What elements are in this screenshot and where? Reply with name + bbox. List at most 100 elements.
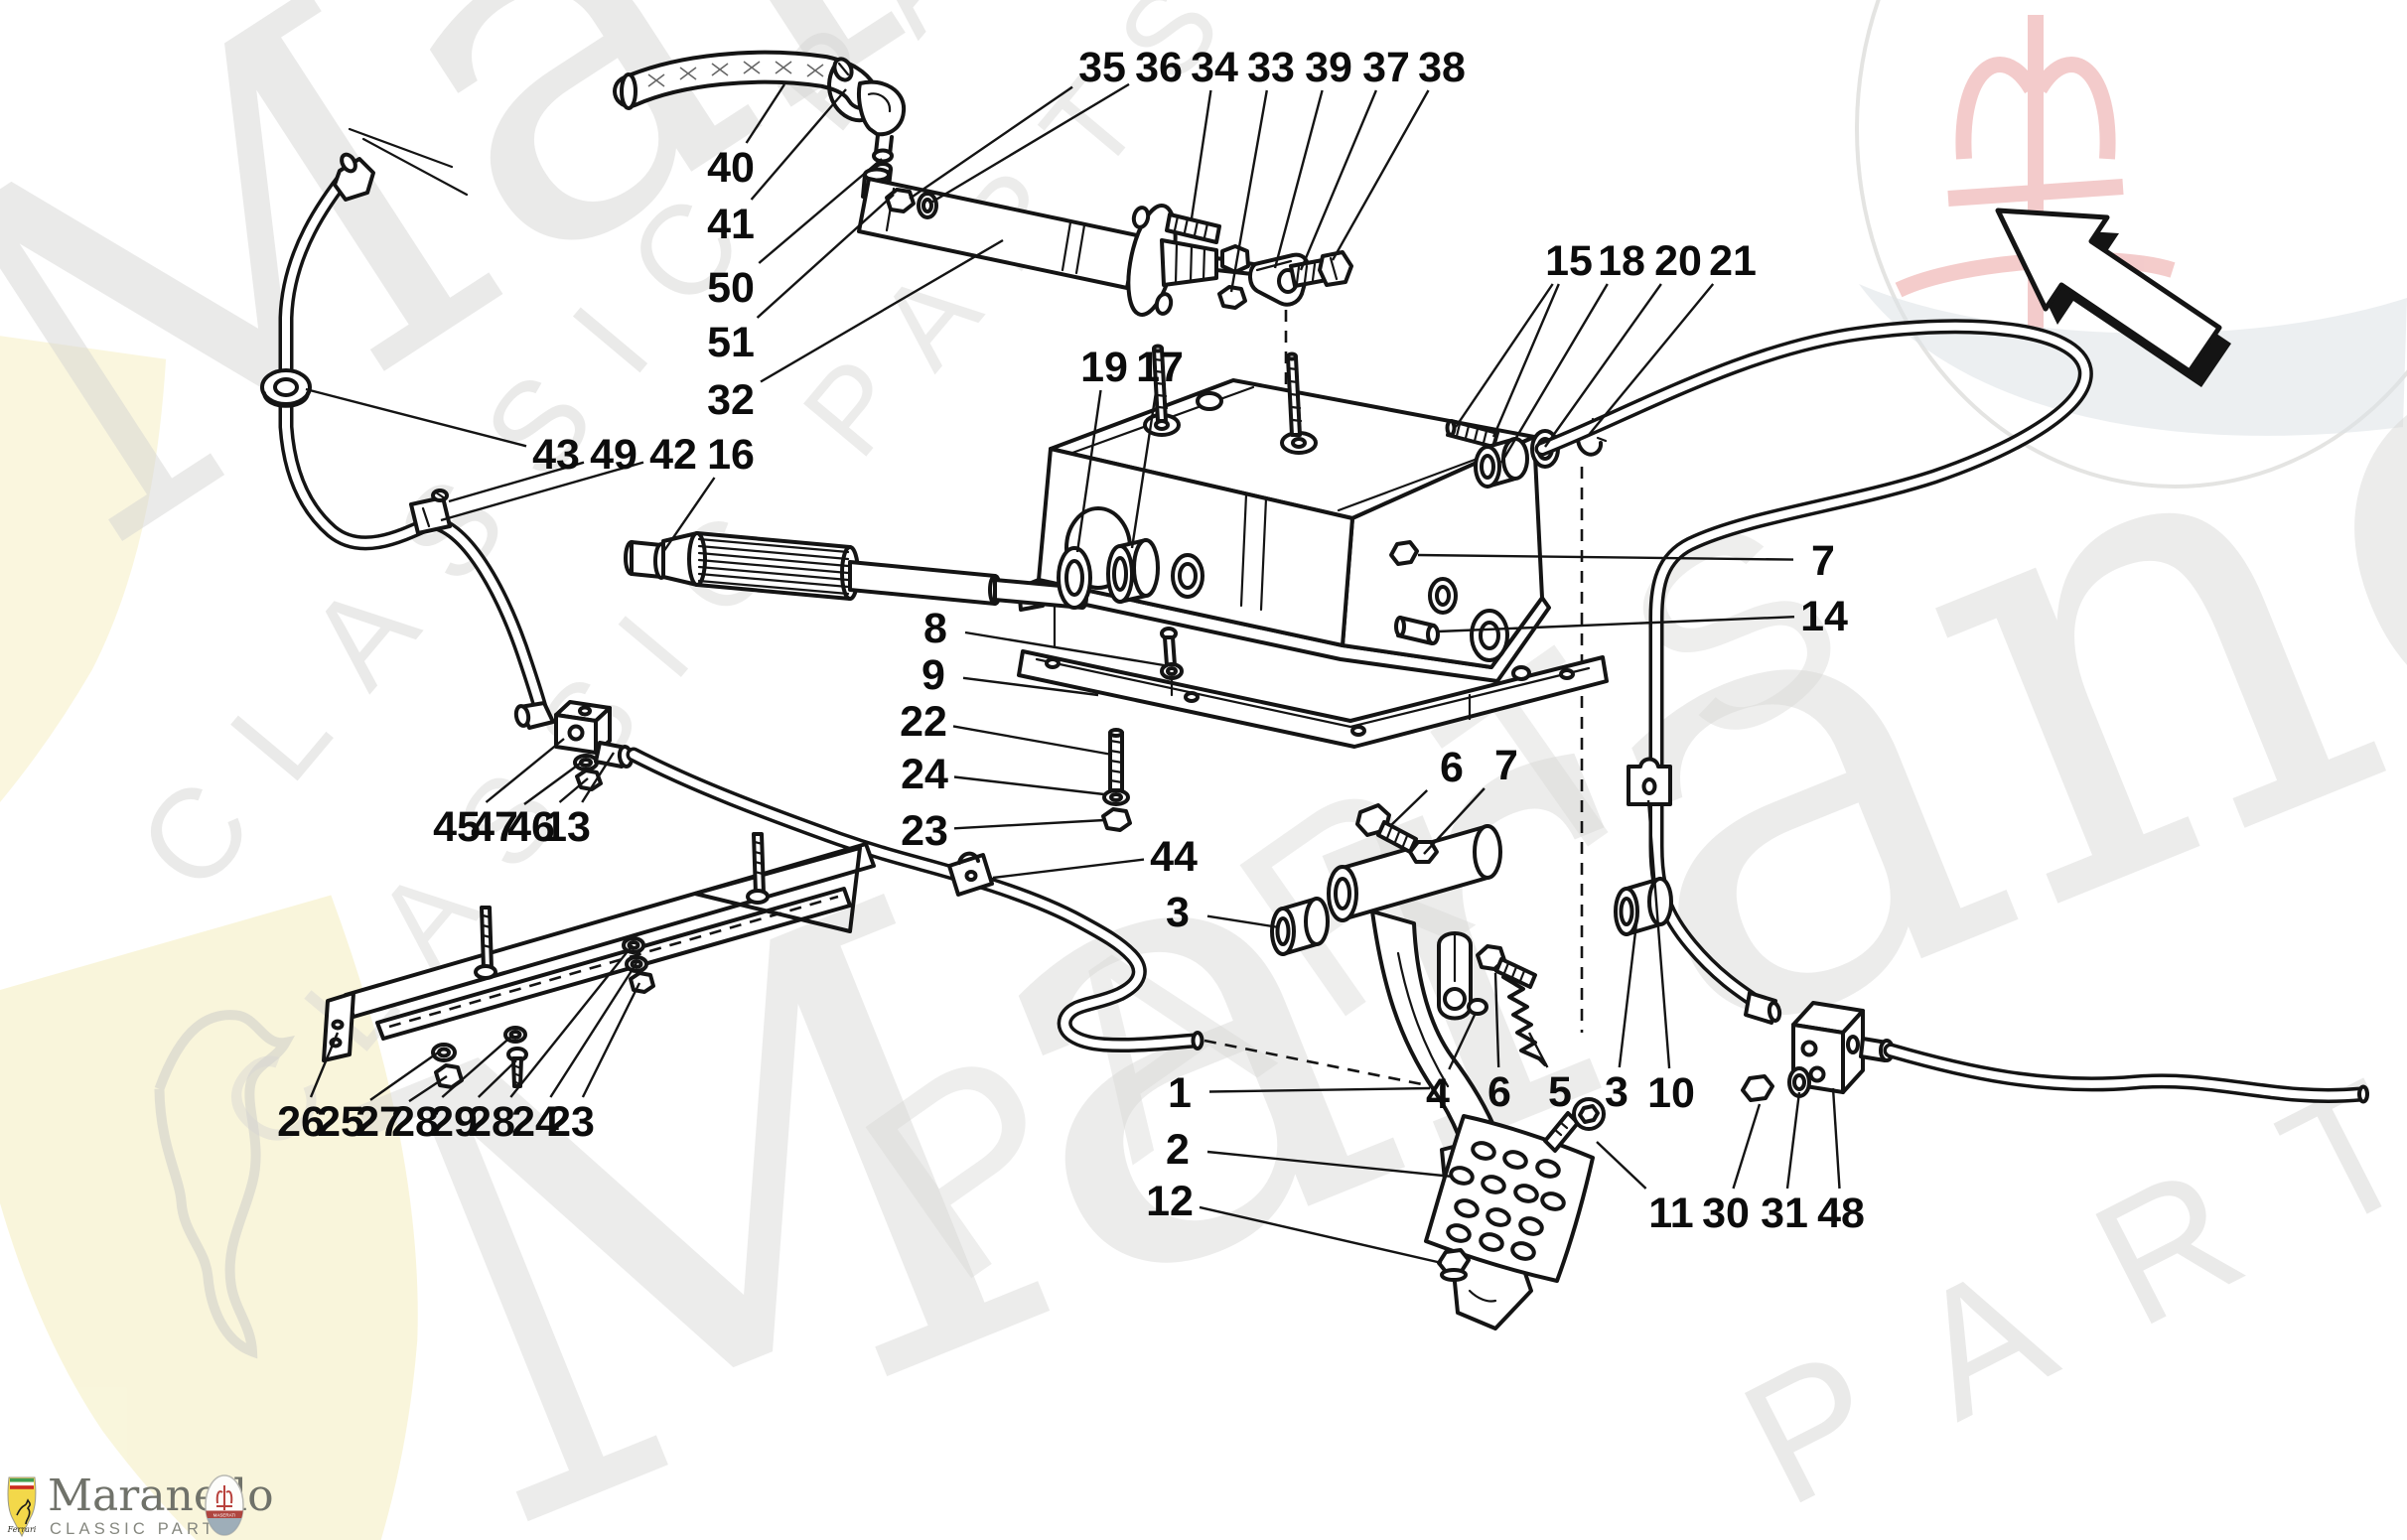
washer-4 [1467, 998, 1488, 1016]
leader-line-3a [1206, 914, 1280, 929]
grommet-43 [260, 368, 312, 408]
leader-line-7b [1423, 787, 1486, 855]
leader-line-16 [662, 477, 716, 553]
ferrari-shield-watermark-bottom [0, 895, 418, 1540]
ferrari-shield-watermark-left [0, 322, 167, 852]
part-label-8: 8 [923, 605, 947, 652]
leader-line-22 [952, 725, 1113, 757]
leader-line-4 [1448, 1012, 1478, 1070]
leader-line-12 [1199, 1205, 1443, 1265]
clutch-shaft-16 [624, 531, 1088, 610]
part-label-6: 6 [1440, 744, 1464, 791]
maserati-logo: MASERATI [205, 1474, 244, 1536]
part-label-36: 36 [1135, 44, 1183, 91]
part-label-45: 45 [433, 803, 481, 851]
part-label-3a: 3 [1166, 889, 1190, 936]
leader-line-46 [558, 777, 589, 803]
part-label-25: 25 [317, 1098, 364, 1146]
maserati-wordmark: MASERATI [213, 1513, 236, 1518]
nut-30 [1741, 1074, 1774, 1102]
part-label-9: 9 [921, 651, 945, 699]
leader-line-39 [1273, 89, 1324, 269]
leader-line-3b [1618, 922, 1638, 1068]
reservoir-hose [613, 50, 879, 110]
leader-line-40 [745, 83, 786, 144]
part-label-6b: 6 [1487, 1068, 1511, 1116]
hose-braiding [647, 61, 824, 87]
part-label-11: 11 [1648, 1190, 1693, 1237]
leader-line-35 [909, 85, 1073, 200]
part-label-3b: 3 [1605, 1068, 1628, 1116]
leader-line-45 [485, 738, 565, 803]
leader-line-9 [962, 676, 1099, 697]
part-label-10: 10 [1647, 1069, 1695, 1117]
part-label-21: 21 [1709, 237, 1757, 285]
part-label-30: 30 [1702, 1190, 1750, 1237]
leader-line-17 [1130, 389, 1158, 549]
leader-line-50 [758, 158, 883, 264]
leader-line-32 [760, 238, 1004, 383]
bolt-38 [1289, 250, 1353, 288]
leader-line-36 [928, 82, 1130, 206]
leader-line-24 [953, 775, 1105, 796]
bracket-stud-left [474, 906, 497, 980]
leader-line-25 [369, 1050, 442, 1101]
bushing-3-right [1614, 877, 1673, 936]
part-label-44: 44 [1150, 833, 1198, 881]
leader-line-5 [1527, 1032, 1549, 1068]
part-label-15: 15 [1545, 237, 1593, 285]
part-label-18: 18 [1598, 237, 1645, 285]
part-label-5: 5 [1548, 1068, 1572, 1116]
pad-holes [1446, 1141, 1566, 1261]
part-label-14: 14 [1800, 593, 1848, 640]
washer-28b [622, 936, 645, 954]
leader-line-1 [1208, 1086, 1431, 1093]
part-label-17: 17 [1136, 344, 1184, 391]
part-label-37: 37 [1362, 44, 1410, 91]
part-label-31: 31 [1761, 1190, 1808, 1237]
leader-line-33 [1229, 89, 1268, 293]
ferrari-shield-logo: Ferrari [7, 1476, 37, 1538]
cover-stud-front [1152, 344, 1169, 423]
pipe-clip-10 [1627, 757, 1672, 806]
leader-line-8 [964, 630, 1165, 667]
leader-line-23b [581, 982, 641, 1098]
part-label-39: 39 [1305, 44, 1352, 91]
part-label-43: 43 [532, 431, 580, 479]
nut-46 [575, 769, 603, 791]
part-label-38: 38 [1418, 44, 1466, 91]
screw-29 [506, 1047, 528, 1088]
part-label-20: 20 [1654, 237, 1702, 285]
nut-33 [1217, 285, 1247, 310]
pipe-to-pedal [626, 747, 1204, 1053]
ferrari-script: Ferrari [7, 1525, 37, 1534]
part-label-19: 19 [1080, 344, 1128, 391]
part-label-28: 28 [391, 1098, 439, 1146]
leader-lines [305, 82, 1841, 1265]
bolt-6b [1476, 944, 1537, 989]
trident-icon [215, 1485, 233, 1510]
part-label-50: 50 [707, 264, 755, 312]
seal-ring-19 [1057, 546, 1092, 610]
part-label-28b: 28 [468, 1098, 515, 1146]
part-label-49: 49 [590, 431, 637, 479]
part-label-29: 29 [430, 1098, 478, 1146]
part-label-23: 23 [901, 807, 948, 855]
part-label-24: 24 [901, 751, 948, 798]
leader-line-44 [992, 858, 1145, 880]
part-label-33: 33 [1247, 44, 1295, 91]
pedal-pad-2 [1424, 1114, 1595, 1283]
leader-line-13 [581, 752, 616, 803]
leader-line-41 [750, 88, 847, 201]
part-label-7: 7 [1811, 537, 1835, 585]
leader-line-2 [1206, 1150, 1454, 1179]
left-pipe [278, 163, 549, 719]
part-label-34: 34 [1191, 44, 1238, 91]
bracket-stud-right [746, 832, 770, 905]
part-label-40: 40 [707, 144, 755, 192]
leader-line-27 [408, 1074, 448, 1103]
part-label-16: 16 [707, 431, 755, 479]
